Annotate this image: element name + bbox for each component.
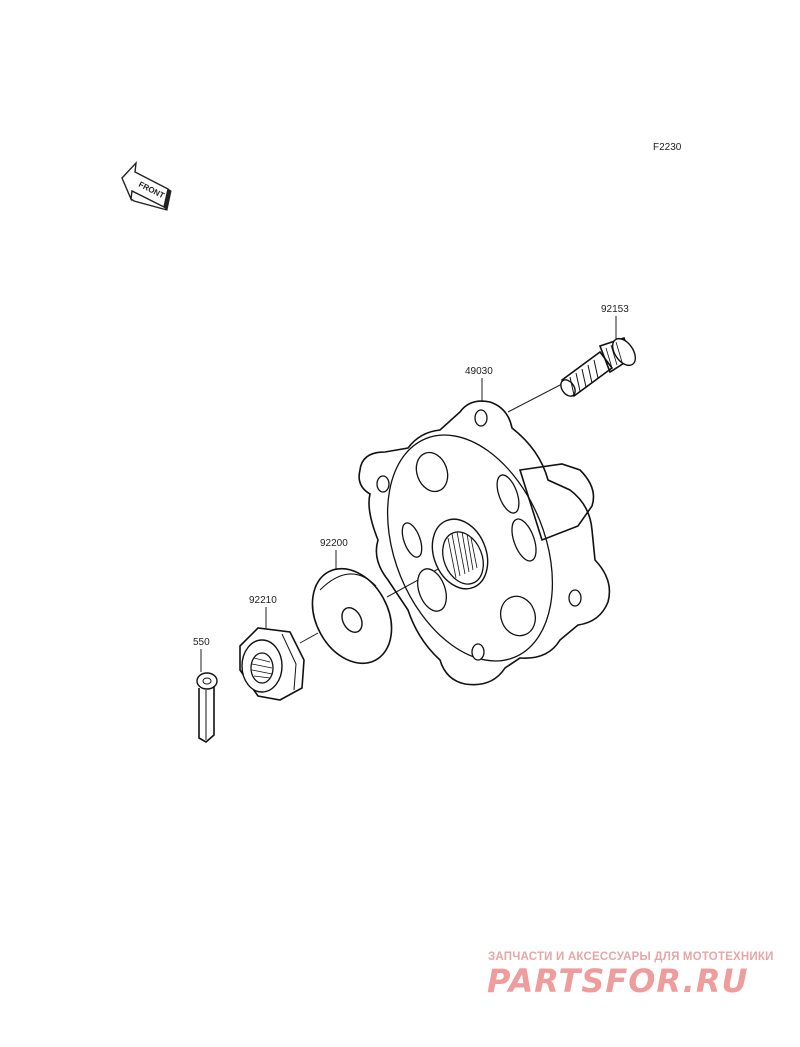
watermark-logo: PARTSFOR.RU <box>487 962 749 1000</box>
part-label-49030: 49030 <box>465 366 493 377</box>
axis-line-washer <box>299 632 319 644</box>
cotter-pin-550 <box>196 672 218 743</box>
hub-49030 <box>358 400 611 686</box>
figure-code: F2230 <box>653 142 682 153</box>
part-label-92200: 92200 <box>320 538 348 549</box>
watermark-tagline: ЗАПЧАСТИ И АКСЕССУАРЫ ДЛЯ МОТОТЕХНИКИ <box>488 951 774 963</box>
axis-line-stud <box>507 383 563 413</box>
front-arrow-icon: FRONT <box>121 160 172 212</box>
part-label-92210: 92210 <box>249 595 277 606</box>
nut-92210 <box>239 627 305 701</box>
stud-92153 <box>560 337 637 398</box>
washer-92200 <box>311 567 393 665</box>
part-label-550: 550 <box>193 637 210 648</box>
part-label-92153: 92153 <box>601 304 629 315</box>
